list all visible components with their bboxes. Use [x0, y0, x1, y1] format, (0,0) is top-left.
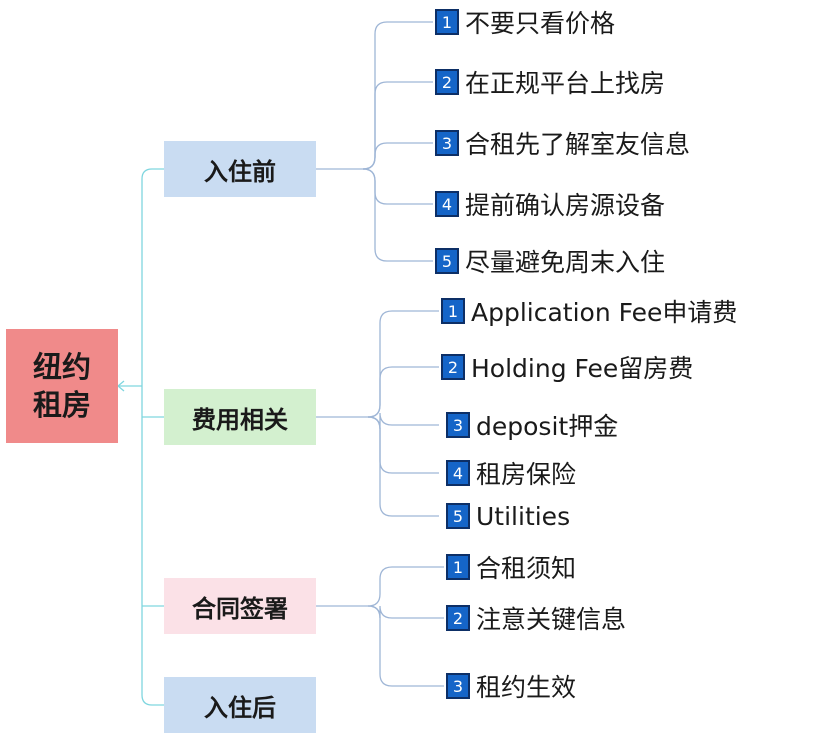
leaf-connector: [367, 605, 444, 687]
leaf-text: 合租须知: [476, 554, 577, 583]
number-badge: 4: [435, 191, 459, 217]
branch-fees: 费用相关: [164, 389, 316, 445]
number-badge: 2: [435, 69, 459, 95]
leaf-item: 1 不要只看价格: [435, 5, 615, 39]
number-badge: 3: [435, 130, 459, 156]
leaf-connector: [367, 366, 439, 418]
leaf-item: 3 租约生效: [446, 669, 576, 703]
root-node: 纽约 租房: [6, 329, 118, 443]
leaf-text: 不要只看价格: [465, 9, 616, 38]
number-badge: 5: [446, 503, 470, 529]
leaf-item: 1 Application Fee申请费: [441, 294, 737, 328]
number-badge: 1: [446, 554, 470, 580]
number-badge: 2: [441, 354, 465, 380]
leaf-connector: [362, 168, 433, 262]
branch-before-move-in: 入住前: [164, 141, 316, 197]
leaf-item: 5 Utilities: [446, 499, 570, 533]
leaf-text: deposit押金: [476, 412, 619, 441]
leaf-item: 3 deposit押金: [446, 408, 618, 442]
leaf-text: Utilities: [476, 501, 571, 531]
leaf-text: 合租先了解室友信息: [465, 130, 691, 159]
number-badge: 1: [441, 298, 465, 324]
branch-connector: [141, 168, 164, 180]
leaf-connector: [367, 416, 439, 517]
leaf-connector: [367, 310, 439, 418]
number-badge: 3: [446, 412, 470, 438]
leaf-item: 4 提前确认房源设备: [435, 187, 665, 221]
leaf-item: 3 合租先了解室友信息: [435, 126, 690, 160]
leaf-text: Application Fee申请费: [471, 298, 738, 327]
leaf-text: 租约生效: [476, 673, 577, 702]
leaf-connector: [362, 142, 433, 170]
leaf-item: 2 Holding Fee留房费: [441, 350, 693, 384]
root-arrow: [116, 380, 125, 392]
branch-connector: [141, 694, 164, 706]
leaf-connector: [362, 21, 433, 170]
number-badge: 4: [446, 460, 470, 486]
branch-after-move-in: 入住后: [164, 677, 316, 733]
leaf-connector: [362, 81, 433, 170]
leaf-item: 1 合租须知: [446, 550, 576, 584]
leaf-text: 尽量避免周末入住: [465, 248, 666, 277]
leaf-item: 5 尽量避免周末入住: [435, 244, 665, 278]
leaf-text: 在正规平台上找房: [465, 69, 666, 98]
number-badge: 5: [435, 248, 459, 274]
leaf-item: 2 注意关键信息: [446, 601, 626, 635]
leaf-text: 提前确认房源设备: [465, 191, 666, 220]
leaf-text: Holding Fee留房费: [471, 354, 694, 383]
number-badge: 1: [435, 9, 459, 35]
leaf-text: 注意关键信息: [476, 605, 627, 634]
leaf-item: 4 租房保险: [446, 456, 576, 490]
leaf-item: 2 在正规平台上找房: [435, 65, 665, 99]
branch-contract-signing: 合同签署: [164, 578, 316, 634]
leaf-connector: [367, 566, 444, 607]
number-badge: 3: [446, 673, 470, 699]
number-badge: 2: [446, 605, 470, 631]
leaf-text: 租房保险: [476, 460, 577, 489]
